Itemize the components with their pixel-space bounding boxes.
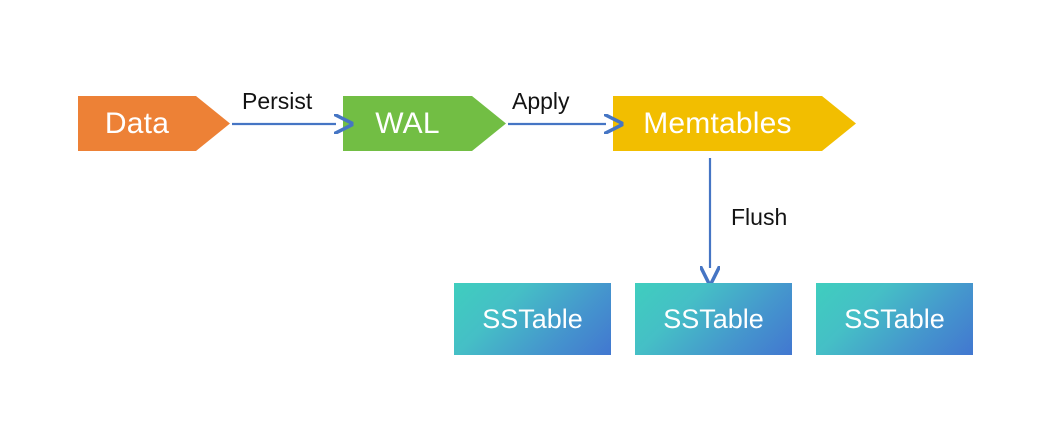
arrow-flush <box>692 158 728 280</box>
node-wal-label: WAL <box>375 106 440 140</box>
node-sstable-3-label: SSTable <box>844 303 945 334</box>
node-sstable-2-label: SSTable <box>663 303 764 334</box>
node-data-label: Data <box>104 106 170 140</box>
node-sstable-2[interactable]: SSTable <box>635 283 792 355</box>
node-memtables-label: Memtables <box>643 106 792 140</box>
node-sstable-1[interactable]: SSTable <box>454 283 611 355</box>
edge-label-apply: Apply <box>512 88 570 114</box>
node-data[interactable]: Data <box>78 96 230 151</box>
arrow-apply <box>508 108 618 140</box>
node-wal[interactable]: WAL <box>343 96 506 151</box>
edge-label-flush: Flush <box>731 204 788 230</box>
node-sstable-1-label: SSTable <box>482 303 583 334</box>
edge-label-persist: Persist <box>242 88 313 114</box>
arrow-persist <box>232 108 348 140</box>
node-sstable-3[interactable]: SSTable <box>816 283 973 355</box>
node-memtables[interactable]: Memtables <box>613 96 856 151</box>
